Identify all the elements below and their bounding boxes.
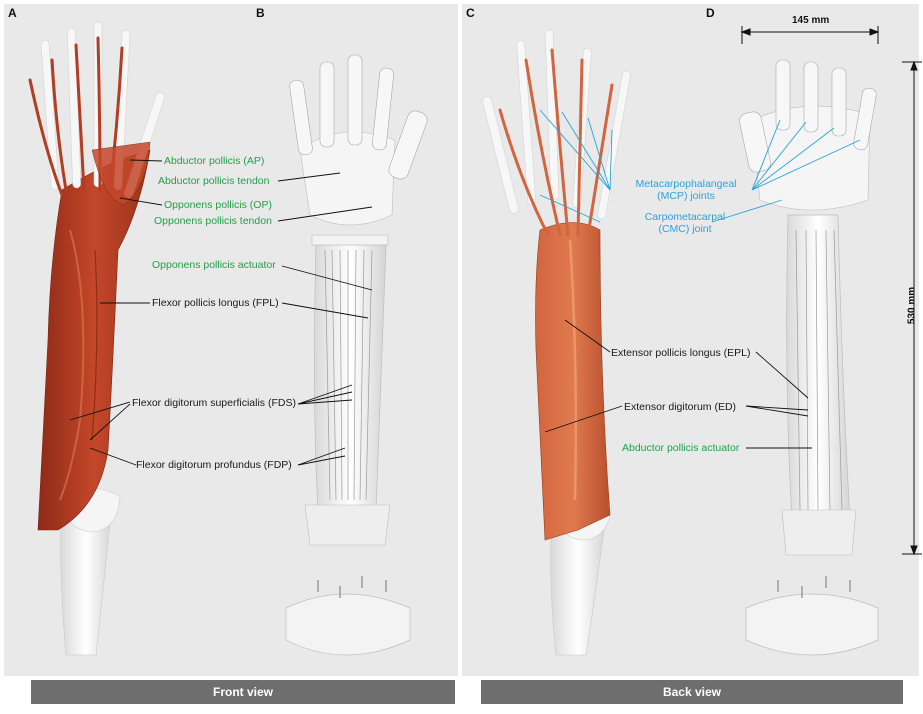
label-extensor-pollicis-longus: Extensor pollicis longus (EPL): [611, 347, 751, 359]
caption-front-view: Front view: [31, 680, 455, 704]
panel-letter-d: D: [706, 6, 715, 20]
label-extensor-digitorum: Extensor digitorum (ED): [624, 401, 737, 413]
label-opponens-pollicis: Opponens pollicis (OP): [164, 199, 272, 211]
panel-letter-c: C: [466, 6, 475, 20]
front-leader-lines: [69, 159, 373, 466]
back-robot-arm: [739, 59, 879, 656]
label-mcp-line2: (MCP) joints: [657, 190, 715, 202]
front-forearm-bone: [60, 504, 113, 656]
front-robot-base: [304, 504, 391, 546]
front-forearm-muscles: [37, 149, 151, 531]
back-print-base: [745, 593, 879, 656]
dimension-width-label: 145 mm: [792, 15, 830, 26]
label-abductor-pollicis: Abductor pollicis (AP): [164, 155, 265, 167]
front-robot-arm: [285, 54, 428, 656]
dimension-530-arrow: [902, 60, 922, 556]
front-thenar-muscle: [91, 141, 151, 206]
panel-back-background: [462, 4, 919, 676]
dimension-height-label: 530 mm: [906, 286, 918, 325]
front-robot-forearm: [314, 244, 387, 511]
label-cmc-line2: (CMC) joint: [658, 223, 712, 235]
front-print-base: [285, 593, 411, 656]
label-opponens-pollicis-actuator: Opponens pollicis actuator: [152, 259, 276, 271]
label-mcp-joints: Metacarpophalangeal (MCP) joints: [618, 178, 754, 202]
label-flexor-digitorum-profundus: Flexor digitorum profundus (FDP): [136, 459, 292, 471]
back-leader-lines-blue: [539, 109, 861, 223]
back-leader-lines-black: [544, 319, 812, 449]
front-forearm-muscle-highlight: [59, 229, 85, 501]
label-flexor-pollicis-longus: Flexor pollicis longus (FPL): [152, 297, 279, 309]
label-flexor-digitorum-superficialis: Flexor digitorum superficialis (FDS): [132, 397, 296, 409]
label-cmc-joint: Carpometacarpal (CMC) joint: [630, 211, 740, 235]
label-mcp-line1: Metacarpophalangeal: [635, 178, 737, 190]
panel-letter-b: B: [256, 6, 265, 20]
dimension-145-arrow: [740, 26, 880, 44]
back-forearm-bone: [550, 514, 607, 656]
panel-letter-a: A: [8, 6, 17, 20]
label-cmc-line1: Carpometacarpal: [644, 211, 726, 223]
back-forearm-muscles: [535, 222, 611, 541]
label-abductor-pollicis-actuator: Abductor pollicis actuator: [622, 442, 740, 454]
front-anatomical-arm: [28, 21, 165, 656]
caption-back-view: Back view: [481, 680, 903, 704]
back-robot-base: [781, 509, 857, 556]
back-anatomical-arm: [482, 29, 631, 656]
label-abductor-pollicis-tendon: Abductor pollicis tendon: [158, 175, 270, 187]
label-opponens-pollicis-tendon: Opponens pollicis tendon: [154, 215, 272, 227]
